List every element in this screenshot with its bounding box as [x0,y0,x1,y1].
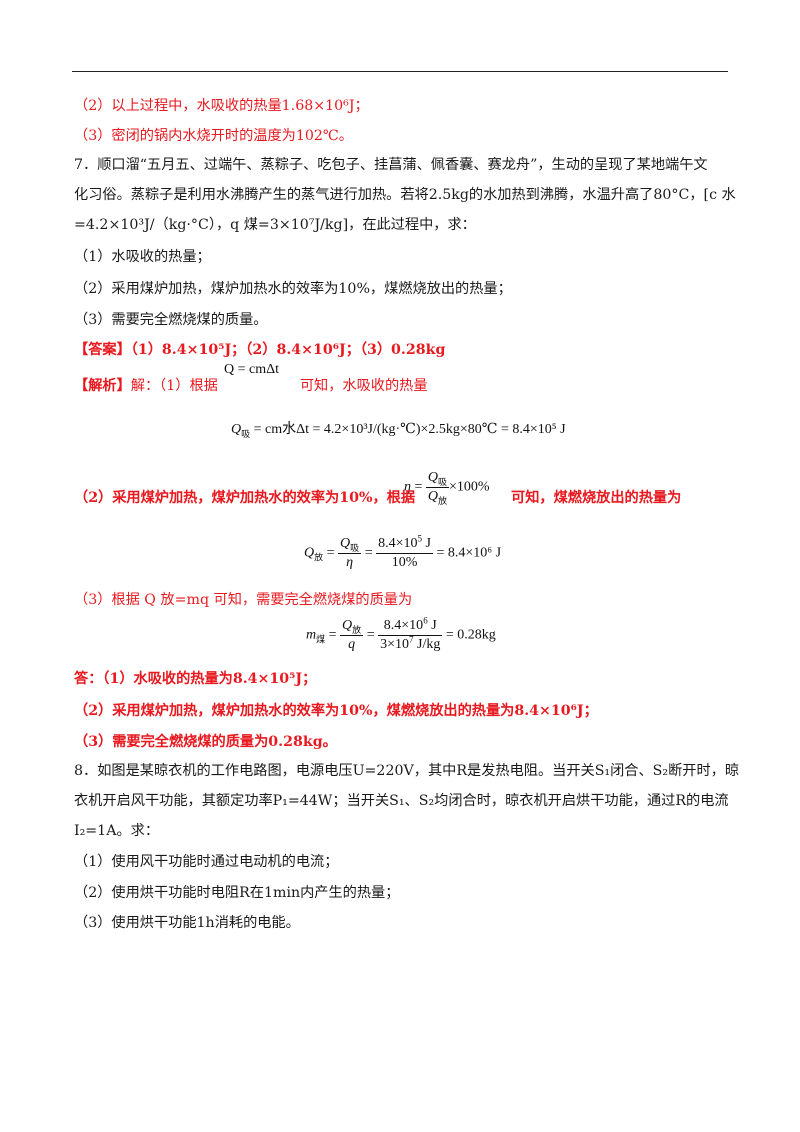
q7-subquestion-2: （2）采用煤炉加热，煤炉加热水的效率为10%，煤燃烧放出的热量； [74,281,512,297]
q7-analysis-line-3: （3）根据 Q 放=mq 可知，需要完全燃烧煤的质量为 [74,592,413,608]
q7-conclusion-3: （3）需要完全燃烧煤的质量为0.28kg。 [74,734,337,750]
q7-analysis-line-2: （2）采用煤炉加热，煤炉加热水的效率为10%，根据可知，煤燃烧放出的热量为 [74,490,682,506]
equation-heat-absorbed: Q吸 = cm水Δt = 4.2×10³J/(kg·℃)×2.5kg×80℃ =… [231,422,566,439]
prev-answer-line-3: （3）密闭的锅内水烧开时的温度为102℃。 [74,128,353,144]
formula-q-cm-delta-t: Q = cmΔt [224,362,280,377]
q7-conclusion-2: （2）采用煤炉加热，煤炉加热水的效率为10%，煤燃烧放出的热量为8.4×10⁶J… [74,703,598,719]
q8-subquestion-1: （1）使用风干功能时通过电动机的电流； [74,854,339,870]
answer-tag: 【答案】 [74,342,131,358]
q7-stem-line-3: =4.2×10³J/（kg·°C），q 煤=3×10⁷J/kg]，在此过程中，求… [74,217,476,233]
q7-analysis-line-1: 【解析】解：（1）根据可知，水吸收的热量 [74,378,428,394]
prev-answer-line-2: （2）以上过程中，水吸收的热量1.68×10⁶J； [74,98,369,114]
q8-stem-line-1: 8．如图是某晾衣机的工作电路图，电源电压U=220V，其中R是发热电阻。当开关S… [74,763,740,779]
q8-subquestion-3: （3）使用烘干功能1h消耗的电能。 [74,915,300,931]
q8-stem-line-3: I₂=1A。求： [74,823,160,839]
header-rule [72,71,728,72]
q7-conclusion-1: 答：（1）水吸收的热量为8.4×10⁵J； [74,671,317,687]
analysis-tag: 【解析】 [74,378,131,394]
answer-text: （1）8.4×10⁵J；（2）8.4×10⁶J；（3）0.28kg [130,342,446,358]
q7-stem-line-2: 化习俗。蒸粽子是利用水沸腾产生的蒸气进行加热。若将2.5kg的水加热到沸腾，水温… [74,187,736,203]
q8-subquestion-2: （2）使用烘干功能时电阻R在1min内产生的热量； [74,885,400,901]
q8-stem-line-2: 衣机开启风干功能，其额定功率P₁=44W；当开关S₁、S₂均闭合时，晾衣机开启烘… [74,793,729,809]
q7-stem-line-1: 7．顺口溜“五月五、过端午、蒸粽子、吃包子、挂菖蒲、佩香囊、赛龙舟”，生动的呈现… [74,157,708,173]
q7-answer: 【答案】（1）8.4×10⁵J；（2）8.4×10⁶J；（3）0.28kg [74,340,445,360]
q7-subquestion-3: （3）需要完全燃烧煤的质量。 [74,312,268,328]
q7-subquestion-1: （1）水吸收的热量； [74,249,211,265]
